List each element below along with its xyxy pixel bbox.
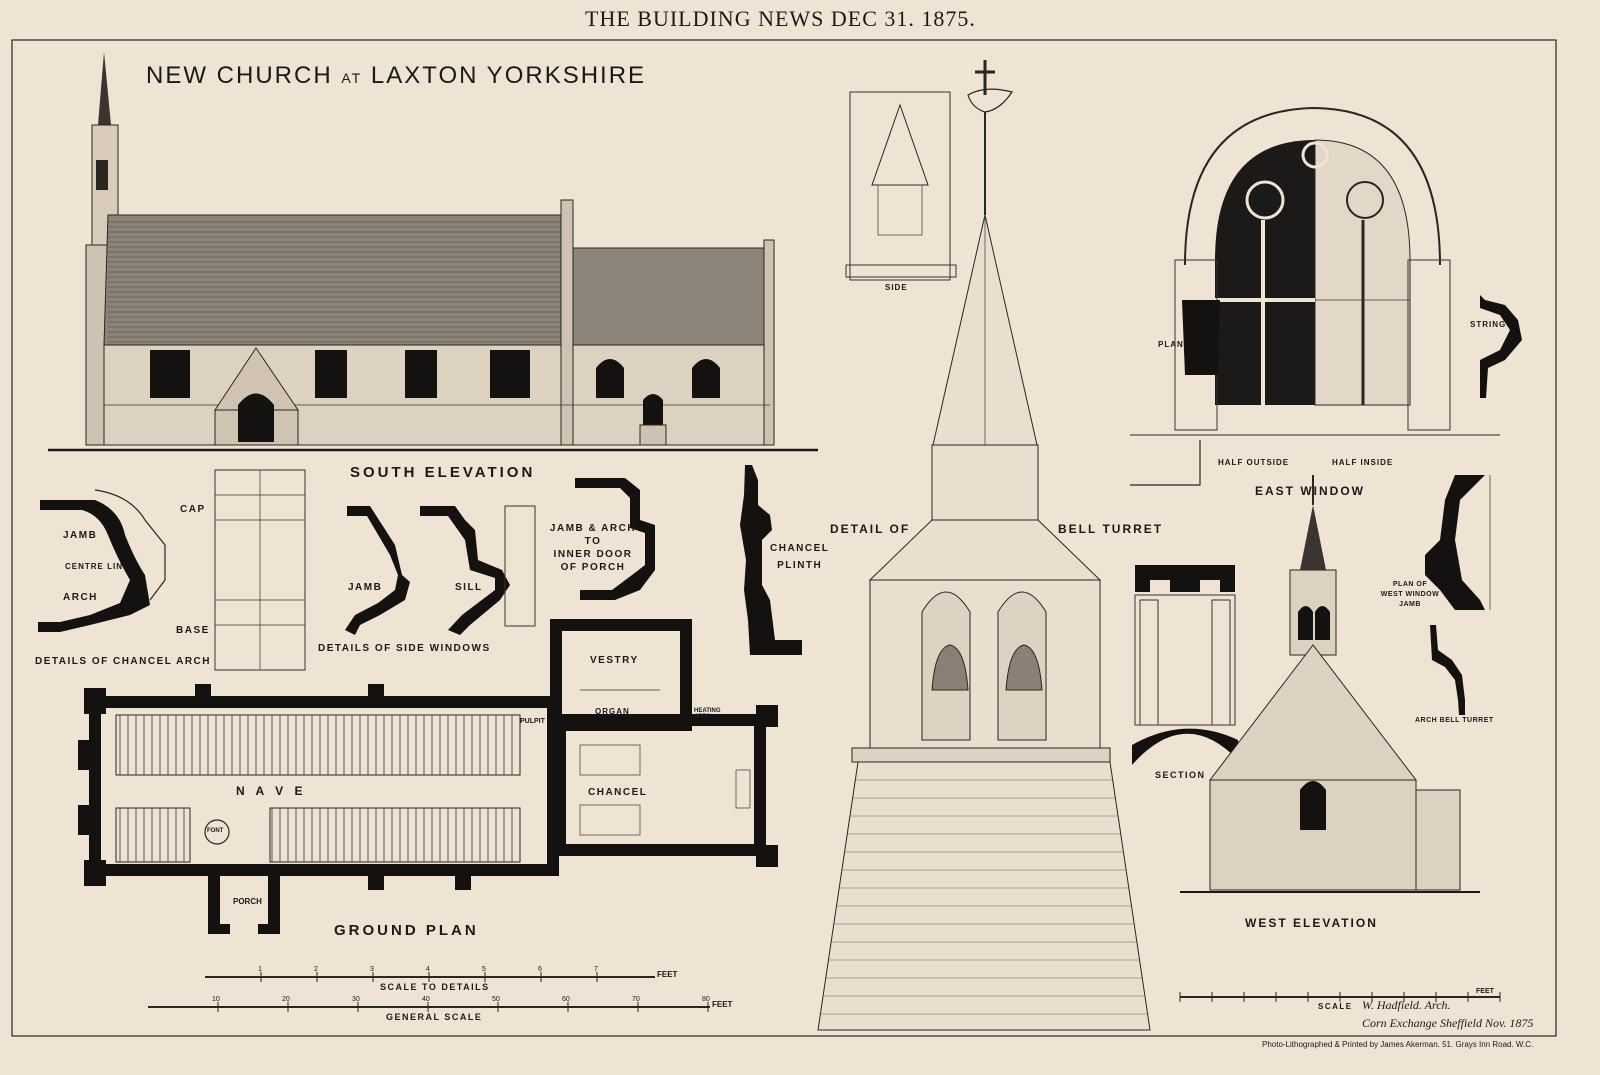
south-elevation-drawing bbox=[48, 52, 818, 452]
general-tick-label: 20 bbox=[282, 996, 290, 1003]
label-jamb-side-window: JAMB bbox=[348, 582, 383, 593]
plinth-line-1: CHANCEL bbox=[770, 543, 830, 554]
label-string: STRING bbox=[1470, 320, 1507, 329]
general-tick-label: 40 bbox=[422, 996, 430, 1003]
label-sill: SILL bbox=[455, 582, 483, 593]
west-window-jamb-plan bbox=[1425, 475, 1491, 610]
wwj-line-1: PLAN OF bbox=[1392, 581, 1428, 588]
masthead: THE BUILDING NEWS DEC 31. 1875. bbox=[585, 6, 976, 31]
label-porch: PORCH bbox=[233, 897, 262, 906]
label-base: BASE bbox=[176, 625, 210, 636]
label-details-side-windows: DETAILS OF SIDE WINDOWS bbox=[318, 643, 491, 654]
porch-door-jamb-detail bbox=[575, 478, 655, 600]
details-tick-label: 1 bbox=[258, 966, 262, 973]
label-plan-west-window-jamb: PLAN OF WEST WINDOW JAMB bbox=[1370, 580, 1450, 610]
details-tick-label: 6 bbox=[538, 966, 542, 973]
scale-general-label: GENERAL SCALE bbox=[386, 1012, 483, 1022]
label-font: FONT bbox=[207, 828, 224, 834]
scale-bars bbox=[148, 972, 1501, 1012]
title-part-2: LAXTON YORKSHIRE bbox=[370, 62, 647, 89]
label-centre-line: CENTRE LINE bbox=[65, 562, 130, 571]
general-tick-label: 30 bbox=[352, 996, 360, 1003]
scale-details-feet: FEET bbox=[657, 970, 678, 979]
details-tick-label: 5 bbox=[482, 966, 486, 973]
wwj-line-2: WEST WINDOW JAMB bbox=[1380, 591, 1440, 608]
general-tick-label: 80 bbox=[702, 996, 710, 1003]
arch-bell-turret-detail bbox=[1430, 625, 1465, 715]
label-jamb-chancel: JAMB bbox=[63, 530, 98, 541]
details-tick-label: 2 bbox=[314, 966, 318, 973]
label-nave: N A V E bbox=[236, 784, 307, 798]
label-ground-plan: GROUND PLAN bbox=[334, 922, 479, 939]
label-pulpit: PULPIT bbox=[520, 718, 545, 725]
details-tick-label: 7 bbox=[594, 966, 598, 973]
architect-signature: W. Hadfield. Arch. bbox=[1362, 998, 1451, 1012]
drawing-title: NEW CHURCH AT LAXTON YORKSHIRE bbox=[146, 62, 646, 90]
porch-line-4: OF PORCH bbox=[560, 562, 626, 573]
label-cap: CAP bbox=[180, 504, 206, 515]
general-tick-label: 60 bbox=[562, 996, 570, 1003]
label-arch-chancel: ARCH bbox=[63, 592, 98, 603]
label-side: SIDE bbox=[885, 283, 908, 292]
plinth-line-2: PLINTH bbox=[777, 560, 823, 571]
porch-line-1: JAMB & ARCH bbox=[549, 523, 637, 534]
bell-turret-detail bbox=[817, 60, 1151, 1031]
architect-address: Corn Exchange Sheffield Nov. 1875 bbox=[1362, 1016, 1534, 1030]
general-tick-label: 50 bbox=[492, 996, 500, 1003]
scale-right-label: SCALE bbox=[1318, 1002, 1353, 1011]
label-section: SECTION bbox=[1155, 770, 1206, 780]
east-window-drawing bbox=[1130, 106, 1522, 486]
label-chancel-plinth: CHANCEL PLINTH bbox=[770, 540, 829, 574]
label-half-inside: HALF INSIDE bbox=[1332, 458, 1394, 467]
west-elevation-drawing bbox=[1180, 475, 1480, 893]
side-window-detail bbox=[345, 505, 536, 635]
turret-section-detail bbox=[1132, 565, 1238, 765]
printer-credit: Photo-Lithographed & Printed by James Ak… bbox=[1262, 1040, 1534, 1049]
label-detail-of: DETAIL OF bbox=[830, 522, 911, 536]
label-half-outside: HALF OUTSIDE bbox=[1218, 458, 1290, 467]
chancel-arch-detail bbox=[38, 469, 306, 671]
label-arch-bell-turret: ARCH BELL TURRET bbox=[1415, 717, 1494, 724]
porch-line-2: TO bbox=[584, 536, 602, 547]
title-at: AT bbox=[341, 70, 363, 86]
scale-right-feet: FEET bbox=[1476, 988, 1494, 995]
sheet-border bbox=[11, 39, 1557, 1037]
label-west-elevation: WEST ELEVATION bbox=[1245, 916, 1378, 930]
label-organ: ORGAN bbox=[595, 707, 630, 716]
scale-details-label: SCALE TO DETAILS bbox=[380, 982, 490, 992]
details-tick-label: 3 bbox=[370, 966, 374, 973]
general-tick-label: 70 bbox=[632, 996, 640, 1003]
label-bell-turret: BELL TURRET bbox=[1058, 522, 1164, 536]
general-tick-label: 10 bbox=[212, 996, 220, 1003]
details-tick-label: 4 bbox=[426, 966, 430, 973]
label-jamb-arch-porch: JAMB & ARCH TO INNER DOOR OF PORCH bbox=[548, 522, 638, 574]
porch-line-3: INNER DOOR bbox=[553, 549, 633, 560]
label-chancel: CHANCEL bbox=[588, 787, 648, 798]
label-details-chancel-arch: DETAILS OF CHANCEL ARCH bbox=[35, 656, 211, 667]
label-heating: HEATING APPS bbox=[694, 708, 721, 720]
label-east-window: EAST WINDOW bbox=[1255, 484, 1365, 498]
turret-side-detail bbox=[845, 91, 957, 281]
title-part-1: NEW CHURCH bbox=[146, 62, 333, 89]
label-plan-east: PLAN bbox=[1158, 340, 1184, 349]
label-vestry: VESTRY bbox=[590, 655, 639, 666]
chancel-plinth-detail bbox=[740, 465, 802, 655]
ground-plan-drawing bbox=[78, 619, 778, 934]
label-south-elevation: SOUTH ELEVATION bbox=[350, 464, 536, 481]
scale-general-feet: FEET bbox=[712, 1000, 733, 1009]
